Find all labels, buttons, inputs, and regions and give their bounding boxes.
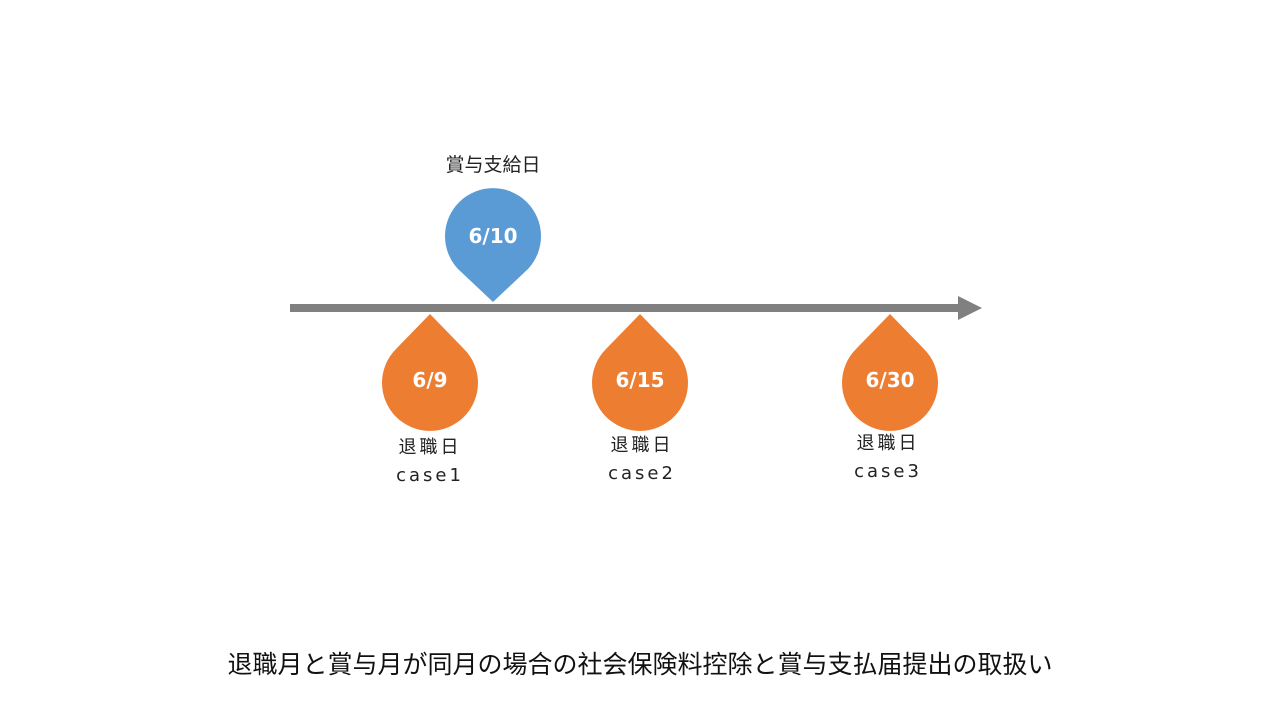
bonus-payment-pin-shape xyxy=(445,188,542,302)
timeline-arrowhead xyxy=(958,296,982,320)
bonus-payment-caption: 賞与支給日 xyxy=(445,154,541,176)
retirement-pin-case2-shape xyxy=(592,314,689,431)
retirement-case-label: case3 xyxy=(854,461,922,482)
retirement-caption-label: 退職日 xyxy=(398,437,462,458)
retirement-pin-case1: 6/9 xyxy=(382,314,478,431)
timeline-arrow xyxy=(290,296,982,320)
retirement-pin-case2: 6/15 xyxy=(592,314,689,431)
retirement-pin-case3: 6/30 xyxy=(842,314,938,431)
retirement-date-case2: 6/15 xyxy=(615,368,664,392)
retirement-caption-label: 退職日 xyxy=(856,433,920,454)
retirement-case-label: case1 xyxy=(396,465,464,486)
retirement-date-case1: 6/9 xyxy=(412,368,447,392)
retirement-caption-case3: 退職日 case3 xyxy=(818,430,958,486)
retirement-case-label: case2 xyxy=(608,463,676,484)
retirement-date-case3: 6/30 xyxy=(865,368,914,392)
bonus-payment-pin: 6/10 xyxy=(445,188,542,302)
bonus-payment-date: 6/10 xyxy=(468,224,517,248)
retirement-caption-case1: 退職日 case1 xyxy=(360,434,500,490)
timeline-line xyxy=(290,304,962,312)
retirement-pin-case3-shape xyxy=(842,314,938,431)
slide-title: 退職月と賞与月が同月の場合の社会保険料控除と賞与支払届提出の取扱い xyxy=(227,650,1053,679)
retirement-caption-label: 退職日 xyxy=(610,435,674,456)
retirement-pin-case1-shape xyxy=(382,314,478,431)
retirement-caption-case2: 退職日 case2 xyxy=(572,432,712,488)
